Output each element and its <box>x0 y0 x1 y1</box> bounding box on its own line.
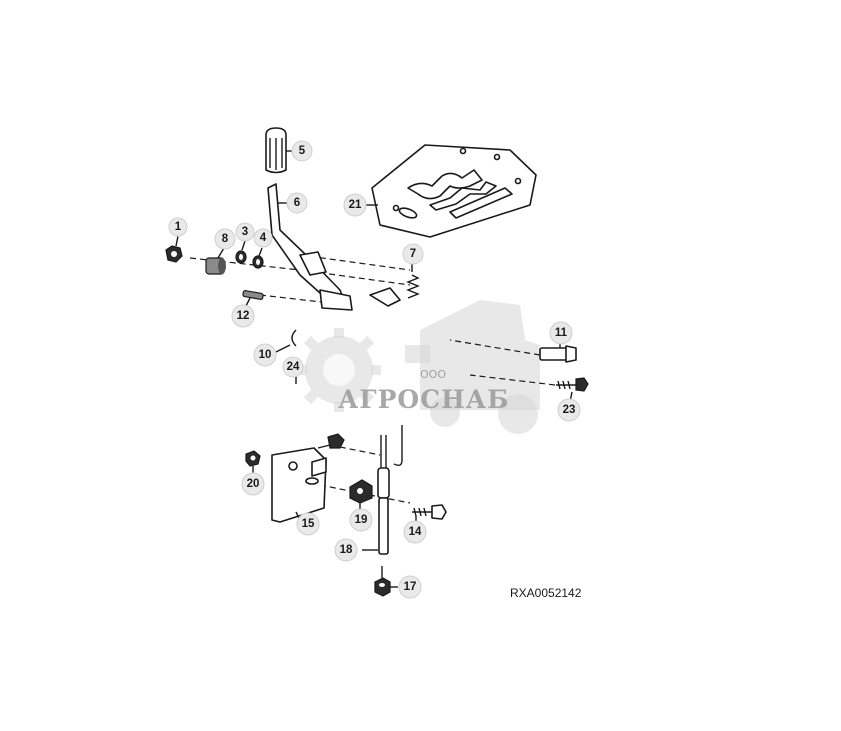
svg-text:7: 7 <box>410 248 416 260</box>
svg-text:1: 1 <box>175 221 182 233</box>
callout-18: 18 <box>334 538 358 562</box>
svg-text:24: 24 <box>287 361 300 373</box>
svg-text:15: 15 <box>302 518 315 530</box>
callout-1: 1 <box>168 217 188 237</box>
callout-24: 24 <box>282 356 304 378</box>
part-8-bushing <box>205 247 226 275</box>
callout-20: 20 <box>241 472 265 496</box>
callout-11: 11 <box>549 321 573 345</box>
reference-code: RXA0052142 <box>510 586 582 600</box>
callout-4: 4 <box>253 228 273 248</box>
svg-text:10: 10 <box>259 349 272 361</box>
callout-10: 10 <box>253 343 277 367</box>
part-23-screw <box>556 377 589 403</box>
part-12-pin <box>242 290 264 307</box>
gear-icon <box>297 328 381 412</box>
part-14-bolt <box>412 504 447 522</box>
svg-text:17: 17 <box>404 581 417 593</box>
svg-text:5: 5 <box>299 145 306 157</box>
svg-text:19: 19 <box>355 514 368 526</box>
part-5-grip <box>265 127 296 174</box>
svg-text:20: 20 <box>247 478 260 490</box>
part-7-spring <box>406 262 420 299</box>
watermark-name: АГРОСНАБ <box>338 385 509 414</box>
part-3-washer <box>235 240 247 264</box>
callout-15: 15 <box>296 512 320 536</box>
callout-14: 14 <box>403 520 427 544</box>
part-10-clip <box>275 329 297 353</box>
part-17-nut <box>374 566 398 597</box>
callouts: 1 3 4 5 6 7 8 10 <box>168 140 581 599</box>
bracket-bolt <box>317 433 345 449</box>
part-15-bracket <box>271 447 327 523</box>
part-4-washer <box>252 247 264 269</box>
callout-19: 19 <box>349 508 373 532</box>
callout-3: 3 <box>235 222 255 242</box>
part-21-gate-plate <box>366 144 537 238</box>
svg-text:21: 21 <box>349 199 362 211</box>
callout-17: 17 <box>398 575 422 599</box>
svg-text:4: 4 <box>260 232 267 244</box>
harvester-icon <box>405 300 540 434</box>
part-11-bolt <box>539 342 577 363</box>
svg-text:12: 12 <box>237 310 250 322</box>
part-19-clamp <box>349 479 373 512</box>
svg-text:14: 14 <box>409 526 422 538</box>
svg-text:18: 18 <box>340 544 353 556</box>
watermark-logo: ООО АГРОСНАБ <box>297 300 540 434</box>
callout-12: 12 <box>231 304 255 328</box>
callout-7: 7 <box>402 243 424 265</box>
svg-text:8: 8 <box>222 233 229 245</box>
callout-6: 6 <box>286 192 308 214</box>
part-18-cable <box>362 425 403 555</box>
callout-21: 21 <box>343 193 367 217</box>
svg-text:3: 3 <box>242 226 248 238</box>
svg-text:23: 23 <box>563 404 576 416</box>
watermark-prefix: ООО <box>420 368 446 381</box>
pivot-bracket <box>319 287 401 311</box>
svg-text:11: 11 <box>555 327 568 339</box>
part-20-nut <box>245 450 261 474</box>
part-1-nut <box>165 235 183 263</box>
callout-23: 23 <box>557 398 581 422</box>
svg-text:6: 6 <box>294 197 300 209</box>
callout-5: 5 <box>291 140 313 162</box>
callout-8: 8 <box>214 228 236 250</box>
